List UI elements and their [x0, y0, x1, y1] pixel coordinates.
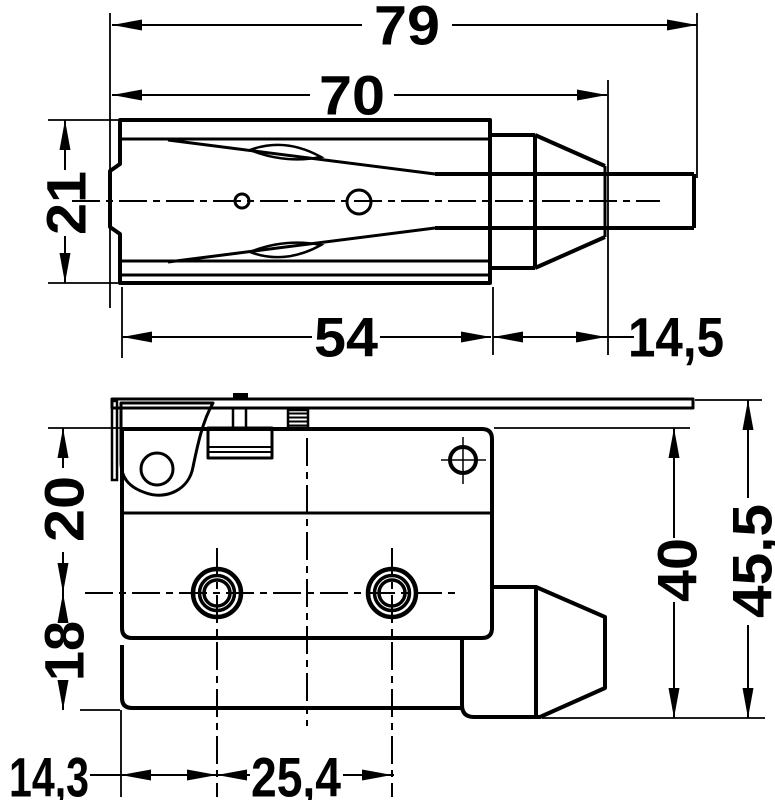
side-view-latch-block-lines	[208, 446, 272, 453]
side-view: 20 18 40 45,5	[9, 393, 775, 800]
dim-label-21: 21	[35, 171, 98, 235]
dim-label-14-3: 14,3	[9, 746, 89, 800]
side-view-screw-cross	[441, 437, 486, 484]
top-view-lever-diagonals	[167, 138, 436, 264]
dim-label-14-5: 14,5	[628, 306, 724, 369]
arrow-up-icon	[668, 428, 680, 458]
arrow-up-icon	[57, 428, 69, 458]
side-view-latch-stems	[231, 408, 248, 428]
dim-label-54: 54	[314, 306, 378, 369]
dim-label-20: 20	[33, 476, 96, 542]
dim-overall-length: 79	[112, 0, 697, 57]
top-view-extension-lines	[48, 13, 698, 358]
side-view-body	[120, 427, 494, 640]
top-view-roller-lens-upper	[246, 143, 325, 161]
dim-body-length: 54	[122, 306, 491, 369]
arrow-right-icon	[461, 331, 491, 343]
arrow-right-icon	[577, 89, 607, 101]
dim-cone-length: 14,5	[493, 306, 724, 369]
arrow-left-icon	[112, 19, 142, 31]
side-view-spring-stripes	[288, 412, 308, 427]
side-view-rear-block-cone	[460, 585, 607, 719]
arrow-down-icon	[57, 563, 69, 593]
dim-to-cone-end: 70	[112, 64, 607, 127]
dim-label-18: 18	[33, 621, 96, 681]
arrow-left-icon	[112, 89, 142, 101]
dim-overall-height: 45,5	[721, 400, 775, 718]
dim-label-25-4: 25,4	[251, 746, 341, 800]
side-view-extension-lines	[48, 399, 765, 797]
arrow-down-icon	[742, 688, 754, 718]
arrow-right-icon	[576, 331, 606, 343]
arrow-left-icon	[493, 331, 523, 343]
top-view-roller-lens-lower	[246, 241, 325, 259]
top-view-plunger-shaft	[435, 172, 696, 230]
side-view-latch-block	[206, 426, 274, 460]
dim-label-40: 40	[646, 538, 709, 602]
side-view-base	[120, 645, 462, 710]
arrow-right-icon	[187, 769, 217, 781]
dim-label-45-5: 45,5	[721, 504, 775, 618]
arrow-down-icon	[668, 688, 680, 718]
top-view: 79 70 21 54 14,5	[35, 0, 725, 369]
side-view-lever-tab	[233, 393, 248, 400]
arrow-left-icon	[122, 331, 152, 343]
dim-label-70: 70	[319, 64, 385, 127]
arrow-right-icon	[362, 769, 392, 781]
top-view-cone	[534, 133, 606, 270]
arrow-up-icon	[57, 593, 69, 623]
arrow-up-icon	[59, 120, 71, 150]
dim-body-width: 21	[35, 120, 98, 283]
arrow-right-icon	[667, 19, 697, 31]
arrow-left-icon	[217, 769, 247, 781]
side-view-pivot-hole	[139, 451, 175, 487]
dim-top-to-axis: 20	[33, 428, 96, 593]
dim-axis-to-bottom: 18	[33, 593, 96, 710]
dim-hole-positions: 14,3 25,4	[9, 746, 394, 800]
arrow-up-icon	[742, 400, 754, 430]
side-view-vertical-centerlines	[216, 438, 393, 797]
dim-label-79: 79	[374, 0, 440, 57]
dim-body-height: 40	[646, 428, 709, 718]
side-view-left-strip	[110, 399, 119, 482]
arrow-down-icon	[59, 253, 71, 283]
arrow-left-icon	[121, 769, 151, 781]
arrow-down-icon	[57, 680, 69, 710]
